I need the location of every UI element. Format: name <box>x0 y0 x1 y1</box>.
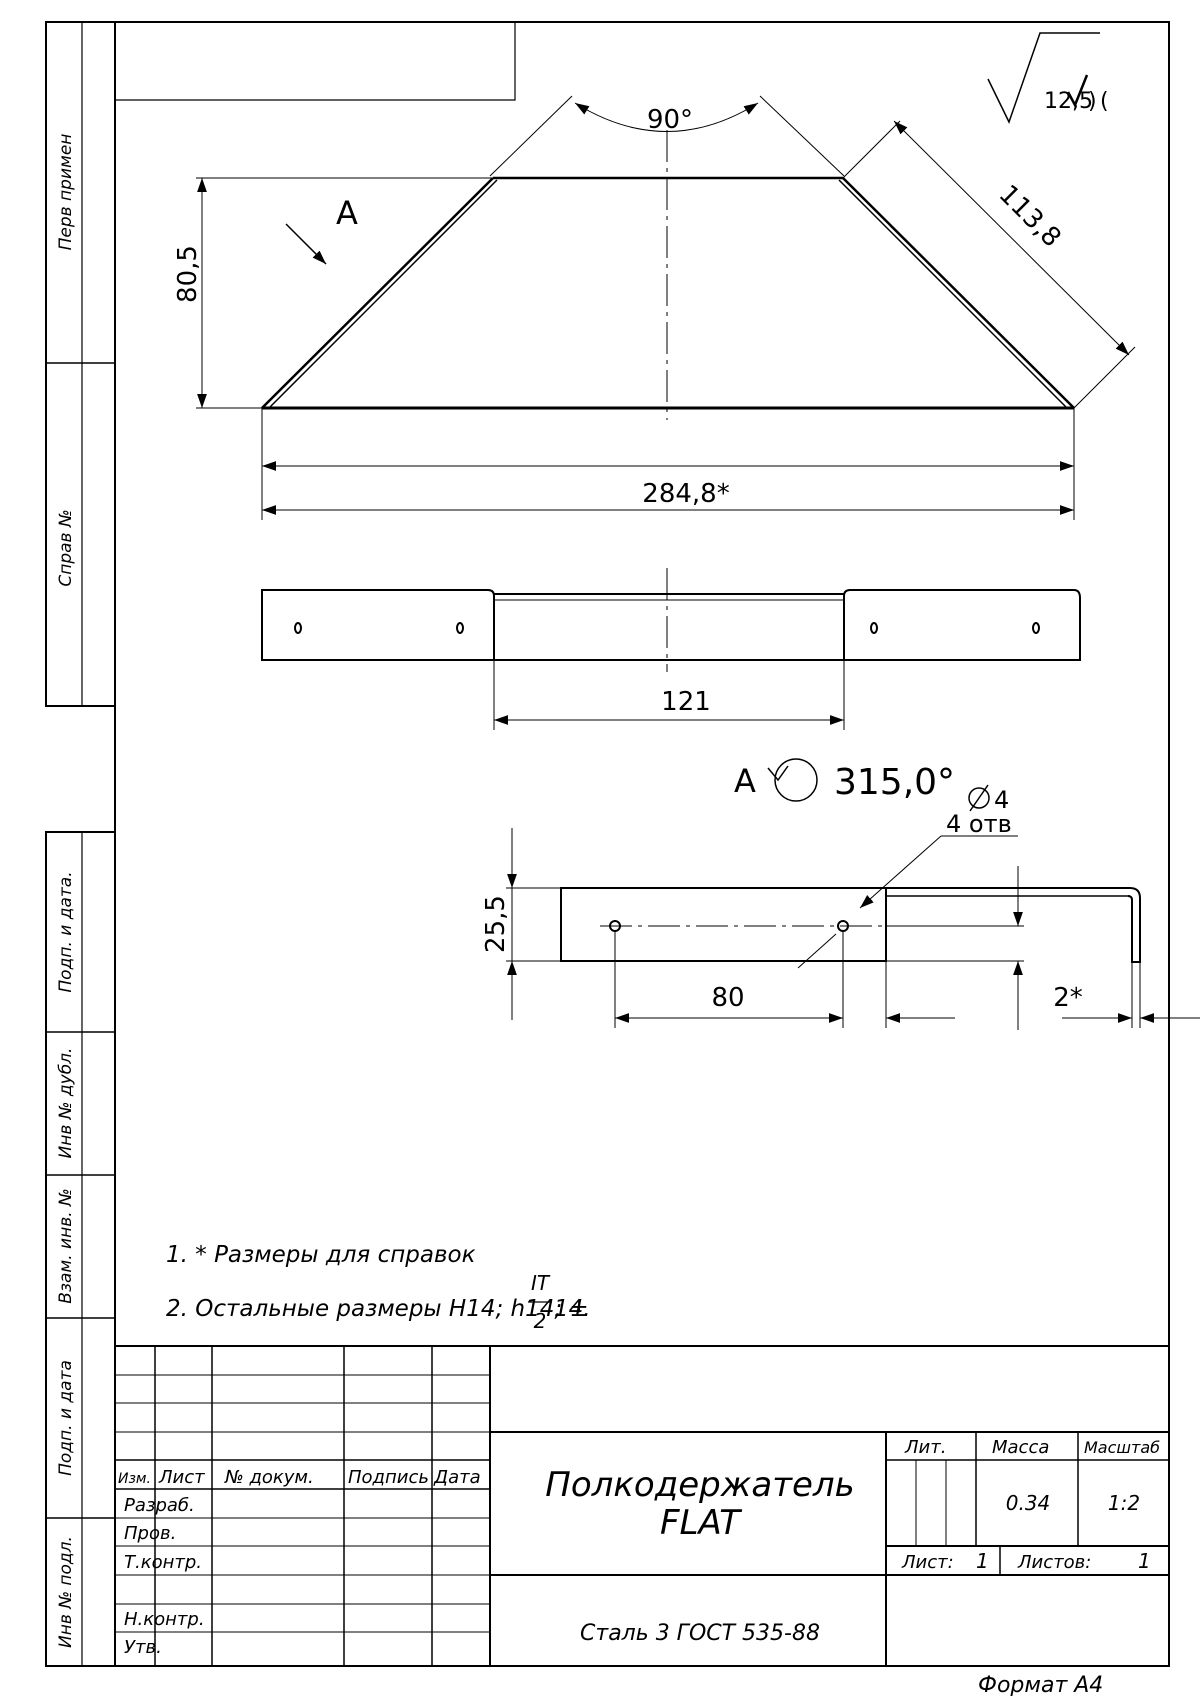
thickness-value: 2* <box>1053 983 1083 1013</box>
angle-value: 90° <box>647 105 693 135</box>
diameter-leader <box>797 835 1018 969</box>
height-dimension <box>196 177 493 409</box>
top-view: 90° A 80,5 113,8 284,8* <box>173 95 1136 520</box>
view-a: A 315,0° 4 4 отв <box>481 758 1200 1030</box>
front-view: 121 <box>261 568 1081 730</box>
sheet-value: 1 <box>976 1549 989 1573</box>
mass-value: 0.34 <box>1006 1491 1051 1515</box>
front-view-outline <box>261 589 1081 661</box>
part-name-line2: FLAT <box>660 1503 742 1543</box>
title-block: Изм. Лист № докум. Подпись Дата Разраб. … <box>115 1345 1169 1666</box>
hole-icon <box>456 622 464 634</box>
thickness-dimension <box>1062 962 1200 1028</box>
top-view-outline <box>261 176 1075 410</box>
note-1: 1. * Размеры для справок <box>166 1242 476 1268</box>
rotation-value: 315,0° <box>834 762 955 803</box>
hole-spacing-dimension <box>614 930 955 1028</box>
label-inv-podl: Инв № подл. <box>56 1536 76 1648</box>
scale-value: 1:2 <box>1108 1491 1140 1515</box>
format-label: Формат А4 <box>978 1673 1103 1696</box>
material: Сталь 3 ГОСТ 535-88 <box>580 1621 820 1646</box>
diameter-icon <box>968 784 990 812</box>
view-a-arrow-icon <box>285 223 327 265</box>
label-perv-primen: Перв примен <box>56 134 76 251</box>
title-block-grid <box>115 1345 1169 1666</box>
right-height-dimension <box>886 866 1024 1030</box>
flange-dimension <box>842 120 1136 409</box>
view-a-outline <box>560 887 1141 963</box>
hole-icon <box>870 622 878 634</box>
col-list: Лист <box>158 1467 205 1488</box>
sheet-label: Лист: <box>901 1552 954 1573</box>
note-2-prefix: 2. Остальные размеры H14; h14; ± <box>166 1296 589 1322</box>
overall-dimension <box>261 408 1075 520</box>
col-date: Дата <box>433 1467 481 1488</box>
sheet-frame <box>45 21 1170 1667</box>
angle-dimension <box>489 95 845 177</box>
note-2-denominator: 2 <box>534 1309 547 1333</box>
view-a-header-letter: A <box>734 762 756 800</box>
roughness-check-small-icon <box>1066 74 1089 108</box>
flange-value: 113,8 <box>993 179 1067 253</box>
overall-value: 284,8* <box>642 479 729 509</box>
flange-height-dimension <box>506 828 561 1020</box>
scale-label: Масштаб <box>1084 1438 1160 1457</box>
middle-value: 121 <box>661 687 711 717</box>
mass-label: Масса <box>992 1437 1049 1458</box>
note-2-numerator: IT <box>531 1271 551 1295</box>
hole-spacing-value: 80 <box>711 983 744 1013</box>
row-utv: Утв. <box>124 1637 162 1658</box>
rotation-arrow-icon <box>767 765 789 782</box>
label-vzam-inv: Взам. инв. № <box>56 1188 76 1303</box>
view-a-letter: A <box>336 194 358 232</box>
label-inv-dubl: Инв № дубл. <box>56 1048 76 1159</box>
rotation-icon <box>774 758 818 802</box>
col-doc: № докум. <box>224 1467 314 1488</box>
lit-label: Лит. <box>904 1437 946 1458</box>
part-name-line1: Полкодержатель <box>545 1465 854 1505</box>
row-nkontr: Н.контр. <box>124 1609 205 1630</box>
hole-count: 4 отв <box>946 810 1012 838</box>
row-razrab: Разраб. <box>124 1495 195 1516</box>
note-2-suffix: 14. <box>554 1296 591 1322</box>
front-view-holes <box>294 622 1040 634</box>
label-sprav-no: Справ № <box>56 509 76 586</box>
diameter-value: 4 <box>994 786 1009 814</box>
label-podp-data-2: Подп. и дата <box>56 1360 76 1476</box>
roughness-close-paren: ) <box>1088 89 1097 114</box>
middle-dimension <box>493 660 845 730</box>
technical-notes: 1. * Размеры для справок 2. Остальные ра… <box>166 1242 591 1333</box>
row-prov: Пров. <box>124 1523 176 1544</box>
sheets-value: 1 <box>1138 1549 1151 1573</box>
flange-height-value: 25,5 <box>481 895 511 953</box>
label-podp-data-1: Подп. и дата. <box>56 871 76 992</box>
col-sign: Подпись <box>348 1467 429 1488</box>
side-column-labels: Перв примен Справ № Подп. и дата. Инв № … <box>56 134 76 1648</box>
col-izm: Изм. <box>118 1471 151 1487</box>
row-tkontr: Т.контр. <box>124 1552 202 1573</box>
hole-icon <box>1032 622 1040 634</box>
hole-icon <box>294 622 302 634</box>
roughness-check-icon <box>987 32 1100 124</box>
height-value: 80,5 <box>173 245 203 303</box>
roughness-symbol: 12,5 ( ) <box>987 32 1109 124</box>
sheets-label: Листов: <box>1017 1552 1091 1573</box>
